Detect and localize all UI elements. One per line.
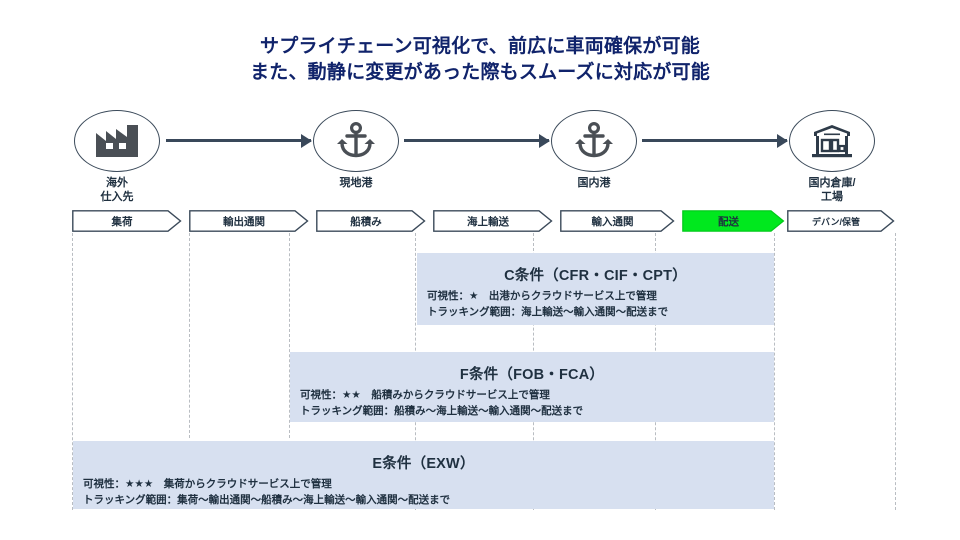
node-label: 現地港 xyxy=(311,177,401,191)
condition-body: 可視性：★ 出港からクラウドサービス上で管理 トラッキング範囲：海上輸送～輸入通… xyxy=(417,288,774,321)
process-step-delivery[interactable]: 配送 xyxy=(682,210,785,232)
node-label-line-1: 現地港 xyxy=(339,177,373,189)
guide-line xyxy=(189,233,190,438)
condition-title: C条件（CFR・CIF・CPT） xyxy=(504,268,687,284)
node-ellipse xyxy=(551,110,637,172)
node-label: 海外 仕入先 xyxy=(72,177,162,205)
process-step-label: 船積み xyxy=(350,215,382,228)
node-ellipse xyxy=(789,110,875,172)
connector-domestic-port-to-warehouse xyxy=(642,139,787,142)
process-step-label: 海上輸送 xyxy=(467,215,509,228)
condition-box-e-terms: E条件（EXW） 可視性：★★★ 集荷からクラウドサービス上で管理 トラッキング… xyxy=(73,441,774,509)
page-title: サプライチェーン可視化で、前広に車両確保が可能 また、動静に変更があった際もスム… xyxy=(0,34,960,86)
process-step-import-customs[interactable]: 輸入通関 xyxy=(560,210,675,232)
chevron-shape xyxy=(433,210,553,232)
process-step-label: デバン/保管 xyxy=(812,216,860,227)
process-step-label: 輸出通関 xyxy=(223,215,265,228)
condition-box-c-terms: C条件（CFR・CIF・CPT） 可視性：★ 出港からクラウドサービス上で管理 … xyxy=(417,253,774,325)
chevron-shape xyxy=(560,210,675,232)
node-label-line-2: 工場 xyxy=(821,190,843,203)
chevron-shape xyxy=(72,210,182,232)
process-step-label: 配送 xyxy=(718,215,739,228)
title-line-1: サプライチェーン可視化で、前広に車両確保が可能 xyxy=(260,36,700,57)
condition-body: 可視性：★★ 船積みからクラウドサービス上で管理 トラッキング範囲：船積み～海上… xyxy=(290,387,774,420)
condition-body: 可視性：★★★ 集荷からクラウドサービス上で管理 トラッキング範囲：集荷～輸出通… xyxy=(73,476,774,509)
guide-line xyxy=(289,233,290,438)
chevron-shape xyxy=(787,210,895,232)
process-step-devanning-storage[interactable]: デバン/保管 xyxy=(787,210,895,232)
condition-tracking: トラッキング範囲：海上輸送～輸入通関～配送まで xyxy=(427,306,669,319)
node-origin-port[interactable]: 現地港 xyxy=(311,110,401,191)
anchor-icon xyxy=(574,121,614,161)
node-label: 国内港 xyxy=(549,177,639,191)
warehouse-icon xyxy=(811,123,853,159)
process-step-sea-transport[interactable]: 海上輸送 xyxy=(433,210,553,232)
guide-line xyxy=(895,233,896,510)
node-label-line-2: 仕入先 xyxy=(100,190,134,203)
node-label-line-1: 国内港 xyxy=(577,177,611,189)
condition-visibility: 可視性：★★★ 集荷からクラウドサービス上で管理 xyxy=(83,478,332,490)
node-ellipse xyxy=(313,110,399,172)
process-step-label: 集荷 xyxy=(111,215,133,228)
condition-visibility: 可視性：★★ 船積みからクラウドサービス上で管理 xyxy=(300,389,550,401)
condition-box-f-terms: F条件（FOB・FCA） 可視性：★★ 船積みからクラウドサービス上で管理 トラ… xyxy=(290,352,774,422)
node-ellipse xyxy=(74,110,160,172)
connector-origin-to-domestic-port xyxy=(404,139,549,142)
process-step-label: 輸入通関 xyxy=(591,215,634,228)
chevron-shape-highlighted xyxy=(682,210,785,232)
condition-tracking: トラッキング範囲：集荷～輸出通関～船積み～海上輸送～輸入通関～配送まで xyxy=(83,494,451,507)
condition-title: F条件（FOB・FCA） xyxy=(459,367,605,383)
process-step-loading[interactable]: 船積み xyxy=(316,210,426,232)
node-label-line-1: 国内倉庫/ xyxy=(808,177,856,189)
chevron-shape xyxy=(316,210,426,232)
anchor-icon xyxy=(336,121,376,161)
node-label: 国内倉庫/ 工場 xyxy=(787,177,877,205)
node-overseas-supplier[interactable]: 海外 仕入先 xyxy=(72,110,162,205)
connector-supplier-to-origin-port xyxy=(166,139,311,142)
process-step-export-customs[interactable]: 輸出通関 xyxy=(189,210,309,232)
condition-title: E条件（EXW） xyxy=(372,456,475,472)
chevron-shape xyxy=(189,210,309,232)
factory-icon xyxy=(94,124,140,158)
node-label-line-1: 海外 xyxy=(106,177,128,189)
condition-visibility: 可視性：★ 出港からクラウドサービス上で管理 xyxy=(427,290,657,302)
node-domestic-warehouse[interactable]: 国内倉庫/ 工場 xyxy=(787,110,877,205)
condition-tracking: トラッキング範囲：船積み～海上輸送～輸入通関～配送まで xyxy=(300,405,584,418)
process-step-shuka[interactable]: 集荷 xyxy=(72,210,182,232)
guide-line xyxy=(72,233,73,510)
node-domestic-port[interactable]: 国内港 xyxy=(549,110,639,191)
title-line-2: また、動静に変更があった際もスムーズに対応が可能 xyxy=(250,62,710,84)
guide-line xyxy=(774,233,775,510)
